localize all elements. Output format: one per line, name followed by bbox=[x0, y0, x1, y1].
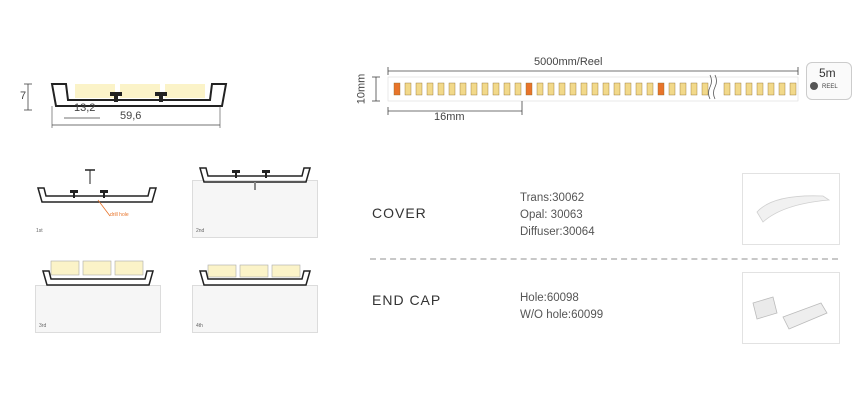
led-strip-drawing bbox=[372, 67, 799, 115]
step1-drawing bbox=[37, 169, 157, 217]
strip-length-label: 5000mm/Reel bbox=[534, 56, 603, 68]
reel-text: REEL bbox=[822, 84, 838, 90]
step2-drawing bbox=[199, 167, 311, 190]
led-chip bbox=[767, 82, 775, 96]
end-cap-image bbox=[742, 272, 840, 344]
cut-point-mark bbox=[393, 82, 401, 96]
reel-icon bbox=[810, 82, 818, 90]
cover-codes: Trans:30062 Opal: 30063 Diffuser:30064 bbox=[520, 190, 595, 241]
led-chip bbox=[503, 82, 511, 96]
accessories-divider bbox=[370, 258, 838, 260]
end-cap-codes: Hole:60098 W/O hole:60099 bbox=[520, 290, 603, 324]
cover-image bbox=[742, 173, 840, 245]
led-chip bbox=[448, 82, 456, 96]
led-chip bbox=[514, 82, 522, 96]
profile-outer-width-label: 59,6 bbox=[120, 110, 142, 122]
led-chip bbox=[591, 82, 599, 96]
strip-width-label: 10mm bbox=[355, 73, 368, 105]
profile-height-label: 7 bbox=[20, 90, 27, 102]
strip-segment-label: 16mm bbox=[434, 111, 465, 123]
led-chip bbox=[580, 82, 588, 96]
step2-label: 2nd bbox=[196, 228, 205, 234]
led-chip bbox=[569, 82, 577, 96]
end-cap-title: END CAP bbox=[372, 292, 442, 308]
led-chip bbox=[426, 82, 434, 96]
install-step-1: drill hole 1st bbox=[30, 160, 160, 240]
end-cap-code-no-hole: W/O hole:60099 bbox=[520, 309, 604, 321]
led-chip bbox=[778, 82, 786, 96]
reel-badge: 5m REEL bbox=[806, 62, 852, 100]
reel-length: 5m bbox=[819, 66, 836, 80]
led-chip bbox=[404, 82, 412, 96]
led-chip bbox=[723, 82, 731, 96]
led-chip bbox=[415, 82, 423, 96]
led-chip bbox=[547, 82, 555, 96]
cover-code-diffuser: Diffuser:30064 bbox=[520, 226, 595, 238]
led-chip bbox=[646, 82, 654, 96]
led-chip bbox=[624, 82, 632, 96]
led-chip bbox=[558, 82, 566, 96]
step1-note: drill hole bbox=[110, 212, 129, 218]
install-step-3: 3rd bbox=[35, 255, 161, 333]
step4-wall bbox=[192, 285, 318, 333]
profile-cross-section: 7 13,2 59,6 bbox=[20, 70, 240, 130]
led-chip bbox=[679, 82, 687, 96]
install-step-2: 2nd bbox=[192, 160, 318, 238]
led-chip bbox=[745, 82, 753, 96]
led-chip bbox=[437, 82, 445, 96]
step3-drawing bbox=[42, 260, 154, 286]
led-chip bbox=[459, 82, 467, 96]
led-chip bbox=[470, 82, 478, 96]
step4-drawing bbox=[199, 264, 311, 286]
led-chip bbox=[789, 82, 797, 96]
led-chip bbox=[734, 82, 742, 96]
install-step-4: 4th bbox=[192, 255, 318, 333]
profile-inner-width-label: 13,2 bbox=[74, 102, 96, 114]
led-strip-diagram: 5000mm/Reel 10mm 16mm bbox=[355, 55, 807, 125]
end-cap-code-hole: Hole:60098 bbox=[520, 292, 579, 304]
step1-label: 1st bbox=[36, 228, 43, 234]
led-chip bbox=[635, 82, 643, 96]
led-chip bbox=[690, 82, 698, 96]
profile-drawing bbox=[24, 83, 228, 128]
led-chip bbox=[536, 82, 544, 96]
cover-title: COVER bbox=[372, 205, 427, 221]
step3-label: 3rd bbox=[39, 323, 47, 329]
step4-label: 4th bbox=[196, 323, 203, 329]
cut-point-mark bbox=[657, 82, 665, 96]
cover-code-trans: Trans:30062 bbox=[520, 192, 585, 204]
led-chip bbox=[602, 82, 610, 96]
led-chip bbox=[668, 82, 676, 96]
led-chip bbox=[701, 82, 709, 96]
led-chip bbox=[613, 82, 621, 96]
led-chip bbox=[492, 82, 500, 96]
led-chip bbox=[756, 82, 764, 96]
cut-point-mark bbox=[525, 82, 533, 96]
cover-code-opal: Opal: 30063 bbox=[520, 209, 583, 221]
led-chip bbox=[481, 82, 489, 96]
